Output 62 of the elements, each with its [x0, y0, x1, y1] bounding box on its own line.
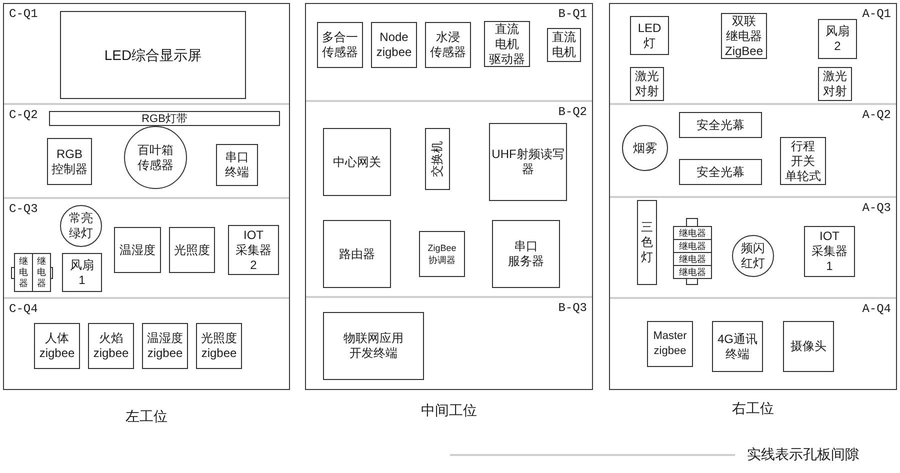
- device-box: 人体zigbee: [34, 323, 80, 369]
- device-box: IOT采集器1: [804, 226, 855, 277]
- device-box: Node zigbee: [371, 22, 417, 68]
- device-box: 行程开关单轮式: [780, 137, 826, 185]
- device-box: 火焰zigbee: [88, 323, 134, 369]
- device-box: 中心网关: [323, 128, 391, 196]
- led-strip-bar: RGB灯带: [49, 111, 280, 126]
- device-box: RGB控制器: [47, 138, 92, 185]
- device-box: 光照度: [169, 227, 215, 273]
- section-label: B-Q2: [558, 105, 587, 119]
- legend-text: 实线表示孔板间隙: [747, 446, 859, 462]
- device-box: 继电器: [673, 265, 712, 279]
- section-label: B-Q3: [558, 301, 587, 315]
- section-label: A-Q1: [862, 7, 891, 21]
- device-box: 风扇1: [62, 253, 102, 292]
- device-box: 温湿度zigbee: [142, 323, 188, 369]
- device-box: UHF射频读写器: [489, 123, 567, 201]
- device-box: 摄像头: [783, 321, 834, 372]
- workstation-label: 中间工位: [421, 402, 477, 418]
- device-box: 安全光幕: [679, 159, 762, 185]
- device-circle: 频闪红灯: [732, 235, 774, 277]
- device-box: IOT采集器2: [228, 225, 279, 275]
- section-label: A-Q3: [862, 201, 891, 215]
- device-box: LED综合显示屏: [60, 11, 246, 99]
- workstation-label: 右工位: [732, 400, 774, 416]
- device-box: 风扇2: [818, 19, 857, 59]
- device-box: 温湿度: [114, 227, 161, 273]
- device-box: ZigBee协调器: [419, 231, 465, 277]
- device-box: 激光对射: [818, 67, 852, 101]
- device-box: 水浸传感器: [425, 22, 471, 68]
- device-box: 路由器: [323, 220, 391, 288]
- device-box: 串口服务器: [492, 220, 560, 288]
- device-box: 继电器: [673, 226, 712, 240]
- device-box: 多合一传感器: [317, 22, 363, 68]
- device-box: 激光对射: [630, 67, 664, 101]
- section-label: C-Q1: [9, 7, 38, 21]
- device-box: 4G通讯终端: [712, 321, 763, 372]
- section-label: C-Q3: [9, 202, 38, 216]
- device-box: 串口终端: [216, 144, 258, 186]
- device-box: 继电器: [673, 239, 712, 253]
- section-label: B-Q1: [558, 7, 587, 21]
- device-box: 直流电机驱动器: [484, 21, 530, 67]
- device-box: 安全光幕: [679, 112, 762, 138]
- workstation-label: 左工位: [126, 408, 168, 424]
- device-box: 光照度zigbee: [196, 323, 242, 369]
- device-box: 继电器: [32, 253, 51, 292]
- section-label: A-Q4: [862, 302, 891, 316]
- device-box: Master zigbee: [647, 321, 693, 367]
- device-circle: 百叶箱传感器: [124, 126, 187, 189]
- device-box: 交换机: [425, 128, 450, 190]
- device-box: 直流电机: [547, 28, 581, 62]
- device-box: 继电器: [14, 253, 33, 292]
- section-label: A-Q2: [862, 108, 891, 122]
- section-label: C-Q2: [9, 108, 38, 122]
- device-box: LED灯: [630, 16, 669, 55]
- section-label: C-Q4: [9, 302, 38, 316]
- device-box: 继电器: [673, 252, 712, 266]
- device-box: 双联继电器ZigBee: [721, 13, 767, 59]
- device-circle: 常亮绿灯: [60, 205, 102, 247]
- device-circle: 烟雾: [622, 125, 668, 171]
- device-box: 三色灯: [637, 200, 657, 285]
- device-box: 物联网应用开发终端: [323, 312, 424, 380]
